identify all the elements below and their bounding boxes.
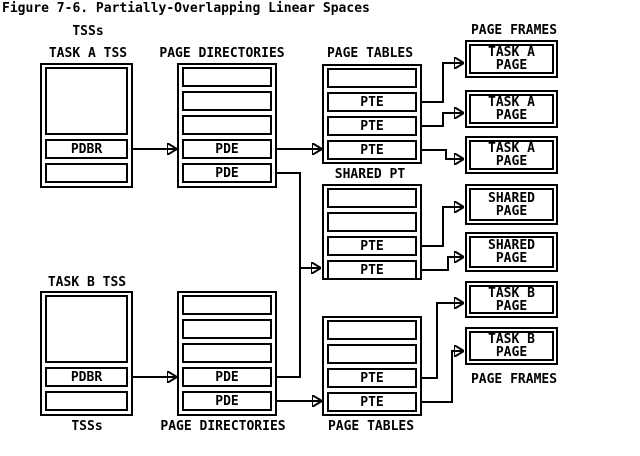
page-frame-shared-1: SHARED PAGE (465, 184, 558, 225)
page-frame-task-a-2: TASK A PAGE (465, 90, 558, 128)
pd-a-pde-row: PDE (182, 163, 272, 183)
pd-a-empty-row (182, 91, 272, 111)
task-b-tss-box: PDBR (40, 291, 133, 416)
pt-b-empty-row (327, 320, 417, 340)
label-shared-pt: SHARED PT (334, 167, 406, 182)
label-page-directories-bottom: PAGE DIRECTORIES (160, 419, 286, 434)
label-page-directories-top: PAGE DIRECTORIES (159, 46, 285, 61)
figure-title: Figure 7-6. Partially-Overlapping Linear… (2, 1, 370, 16)
page-frame-label: SHARED PAGE (469, 188, 554, 221)
tss-b-pdbr-row: PDBR (45, 367, 128, 387)
tss-b-empty-row (45, 391, 128, 411)
page-table-task-b-box: PTE PTE (322, 316, 422, 416)
frame-line1: SHARED (488, 190, 535, 206)
pd-a-empty-row (182, 115, 272, 135)
label-page-frames-bottom: PAGE FRAMES (470, 372, 558, 387)
pt-a-empty-row (327, 68, 417, 88)
task-a-tss-box: PDBR (40, 63, 133, 188)
frame-line2: PAGE (495, 251, 528, 266)
label-page-tables-bottom: PAGE TABLES (327, 419, 415, 434)
page-frame-task-b-2: TASK B PAGE (465, 327, 558, 365)
pt-b-empty-row (327, 344, 417, 364)
frame-line1: TASK A (488, 95, 535, 110)
pd-b-empty-row (182, 319, 272, 339)
pd-a-pde-row: PDE (182, 139, 272, 159)
page-frame-label: TASK A PAGE (469, 44, 554, 74)
arrow-pt-a-pte1-to-frame1 (422, 63, 463, 103)
label-task-b-tss: TASK B TSS (47, 275, 127, 290)
pt-shared-empty-row (327, 188, 417, 208)
tss-a-empty-area (45, 67, 128, 135)
pd-b-empty-row (182, 295, 272, 315)
page-directory-a-box: PDE PDE (177, 63, 277, 188)
pt-shared-pte-row: PTE (327, 236, 417, 256)
pt-a-pte-row: PTE (327, 116, 417, 136)
label-tsss-bottom: TSSs (71, 419, 103, 434)
pt-shared-empty-row (327, 212, 417, 232)
arrow-shared-pte1-to-frame4 (422, 207, 463, 247)
page-frame-task-a-1: TASK A PAGE (465, 40, 558, 78)
frame-line1: TASK A (488, 141, 535, 156)
frame-line2: PAGE (495, 108, 528, 123)
arrow-shared-pte2-to-frame5 (422, 257, 463, 271)
page-directory-b-box: PDE PDE (177, 291, 277, 416)
page-frame-label: TASK B PAGE (469, 331, 554, 361)
page-frame-task-b-1: TASK B PAGE (465, 281, 558, 318)
pt-a-pte-row: PTE (327, 140, 417, 160)
page-frame-label: TASK A PAGE (469, 140, 554, 170)
frame-line1: TASK A (488, 45, 535, 60)
frame-line2: PAGE (495, 298, 528, 314)
label-tsss-top: TSSs (72, 24, 104, 39)
pd-a-empty-row (182, 67, 272, 87)
frame-line1: SHARED (488, 238, 535, 253)
page-frame-label: TASK B PAGE (469, 285, 554, 314)
tss-b-empty-area (45, 295, 128, 363)
label-page-frames-top: PAGE FRAMES (470, 23, 558, 38)
pd-b-pde-row: PDE (182, 391, 272, 411)
page-frame-label: TASK A PAGE (469, 94, 554, 124)
frame-line2: PAGE (495, 154, 528, 169)
pd-b-empty-row (182, 343, 272, 363)
arrow-pt-a-pte2-to-frame2 (422, 113, 463, 127)
pt-a-pte-row: PTE (327, 92, 417, 112)
frame-line2: PAGE (495, 203, 528, 219)
frame-line1: TASK B (488, 332, 535, 347)
page-frame-label: SHARED PAGE (469, 236, 554, 268)
frame-line1: TASK B (488, 285, 535, 301)
frame-line2: PAGE (495, 58, 528, 73)
pt-shared-pte-row: PTE (327, 260, 417, 280)
arrow-pt-b-pte1-to-frame6 (422, 303, 463, 379)
arrow-pt-a-pte3-to-frame3 (422, 149, 463, 159)
frame-line2: PAGE (495, 345, 528, 360)
page-frame-task-a-3: TASK A PAGE (465, 136, 558, 174)
page-table-shared-box: PTE PTE (322, 184, 422, 280)
pt-b-pte-row: PTE (327, 392, 417, 412)
line-pde-shared-junction (277, 172, 301, 378)
arrow-pt-b-pte2-to-frame7 (422, 351, 463, 403)
pt-b-pte-row: PTE (327, 368, 417, 388)
label-task-a-tss: TASK A TSS (48, 46, 128, 61)
tss-a-empty-row (45, 163, 128, 183)
page-table-task-a-box: PTE PTE PTE (322, 64, 422, 164)
page-frame-shared-2: SHARED PAGE (465, 232, 558, 272)
pd-b-pde-row: PDE (182, 367, 272, 387)
tss-a-pdbr-row: PDBR (45, 139, 128, 159)
label-page-tables-top: PAGE TABLES (326, 46, 414, 61)
